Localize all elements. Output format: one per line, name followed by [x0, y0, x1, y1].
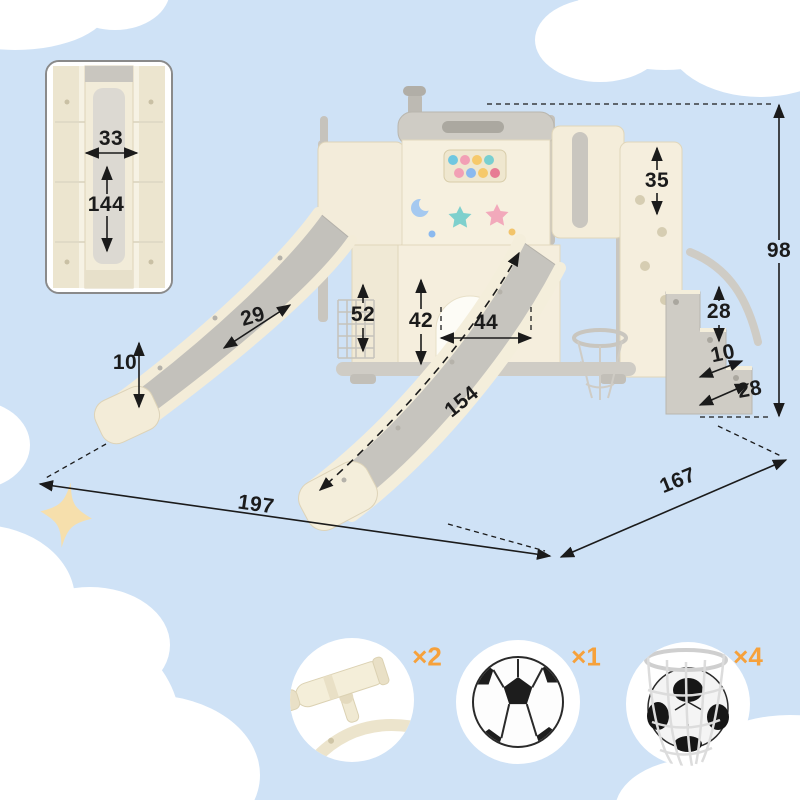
telescope-icon — [290, 656, 412, 762]
soccer-ball-count: ×1 — [571, 641, 601, 672]
ball-with-net-icon — [644, 648, 729, 766]
dim-door-width: 44 — [473, 311, 499, 334]
basketball-hoop — [572, 328, 628, 400]
dim-step-width: 28 — [735, 376, 764, 403]
dim-net-panel-height: 52 — [350, 303, 376, 326]
telescope-count: ×2 — [412, 641, 442, 672]
back-pole-flag — [320, 116, 328, 146]
dim-inset-width: 33 — [98, 127, 124, 150]
dim-inset-depth: 144 — [87, 193, 125, 216]
dim-total-height: 98 — [766, 239, 792, 262]
dim-step-depth: 10 — [708, 339, 738, 368]
abacus-toy — [443, 149, 507, 183]
dim-panel-height: 35 — [644, 169, 670, 192]
dim-step-rail-height: 28 — [706, 300, 732, 323]
right-slot-panel — [551, 125, 625, 239]
dim-base-length: 197 — [236, 490, 276, 519]
dim-slide-end-height: 10 — [112, 351, 138, 374]
activity-panel — [397, 111, 555, 246]
ball-with-net-count: ×4 — [733, 641, 763, 672]
handle-slot — [442, 121, 504, 133]
periscope — [403, 86, 426, 118]
dim-door-height: 42 — [408, 309, 434, 332]
accessory-circles — [290, 638, 750, 766]
panel-shapes — [411, 197, 516, 238]
